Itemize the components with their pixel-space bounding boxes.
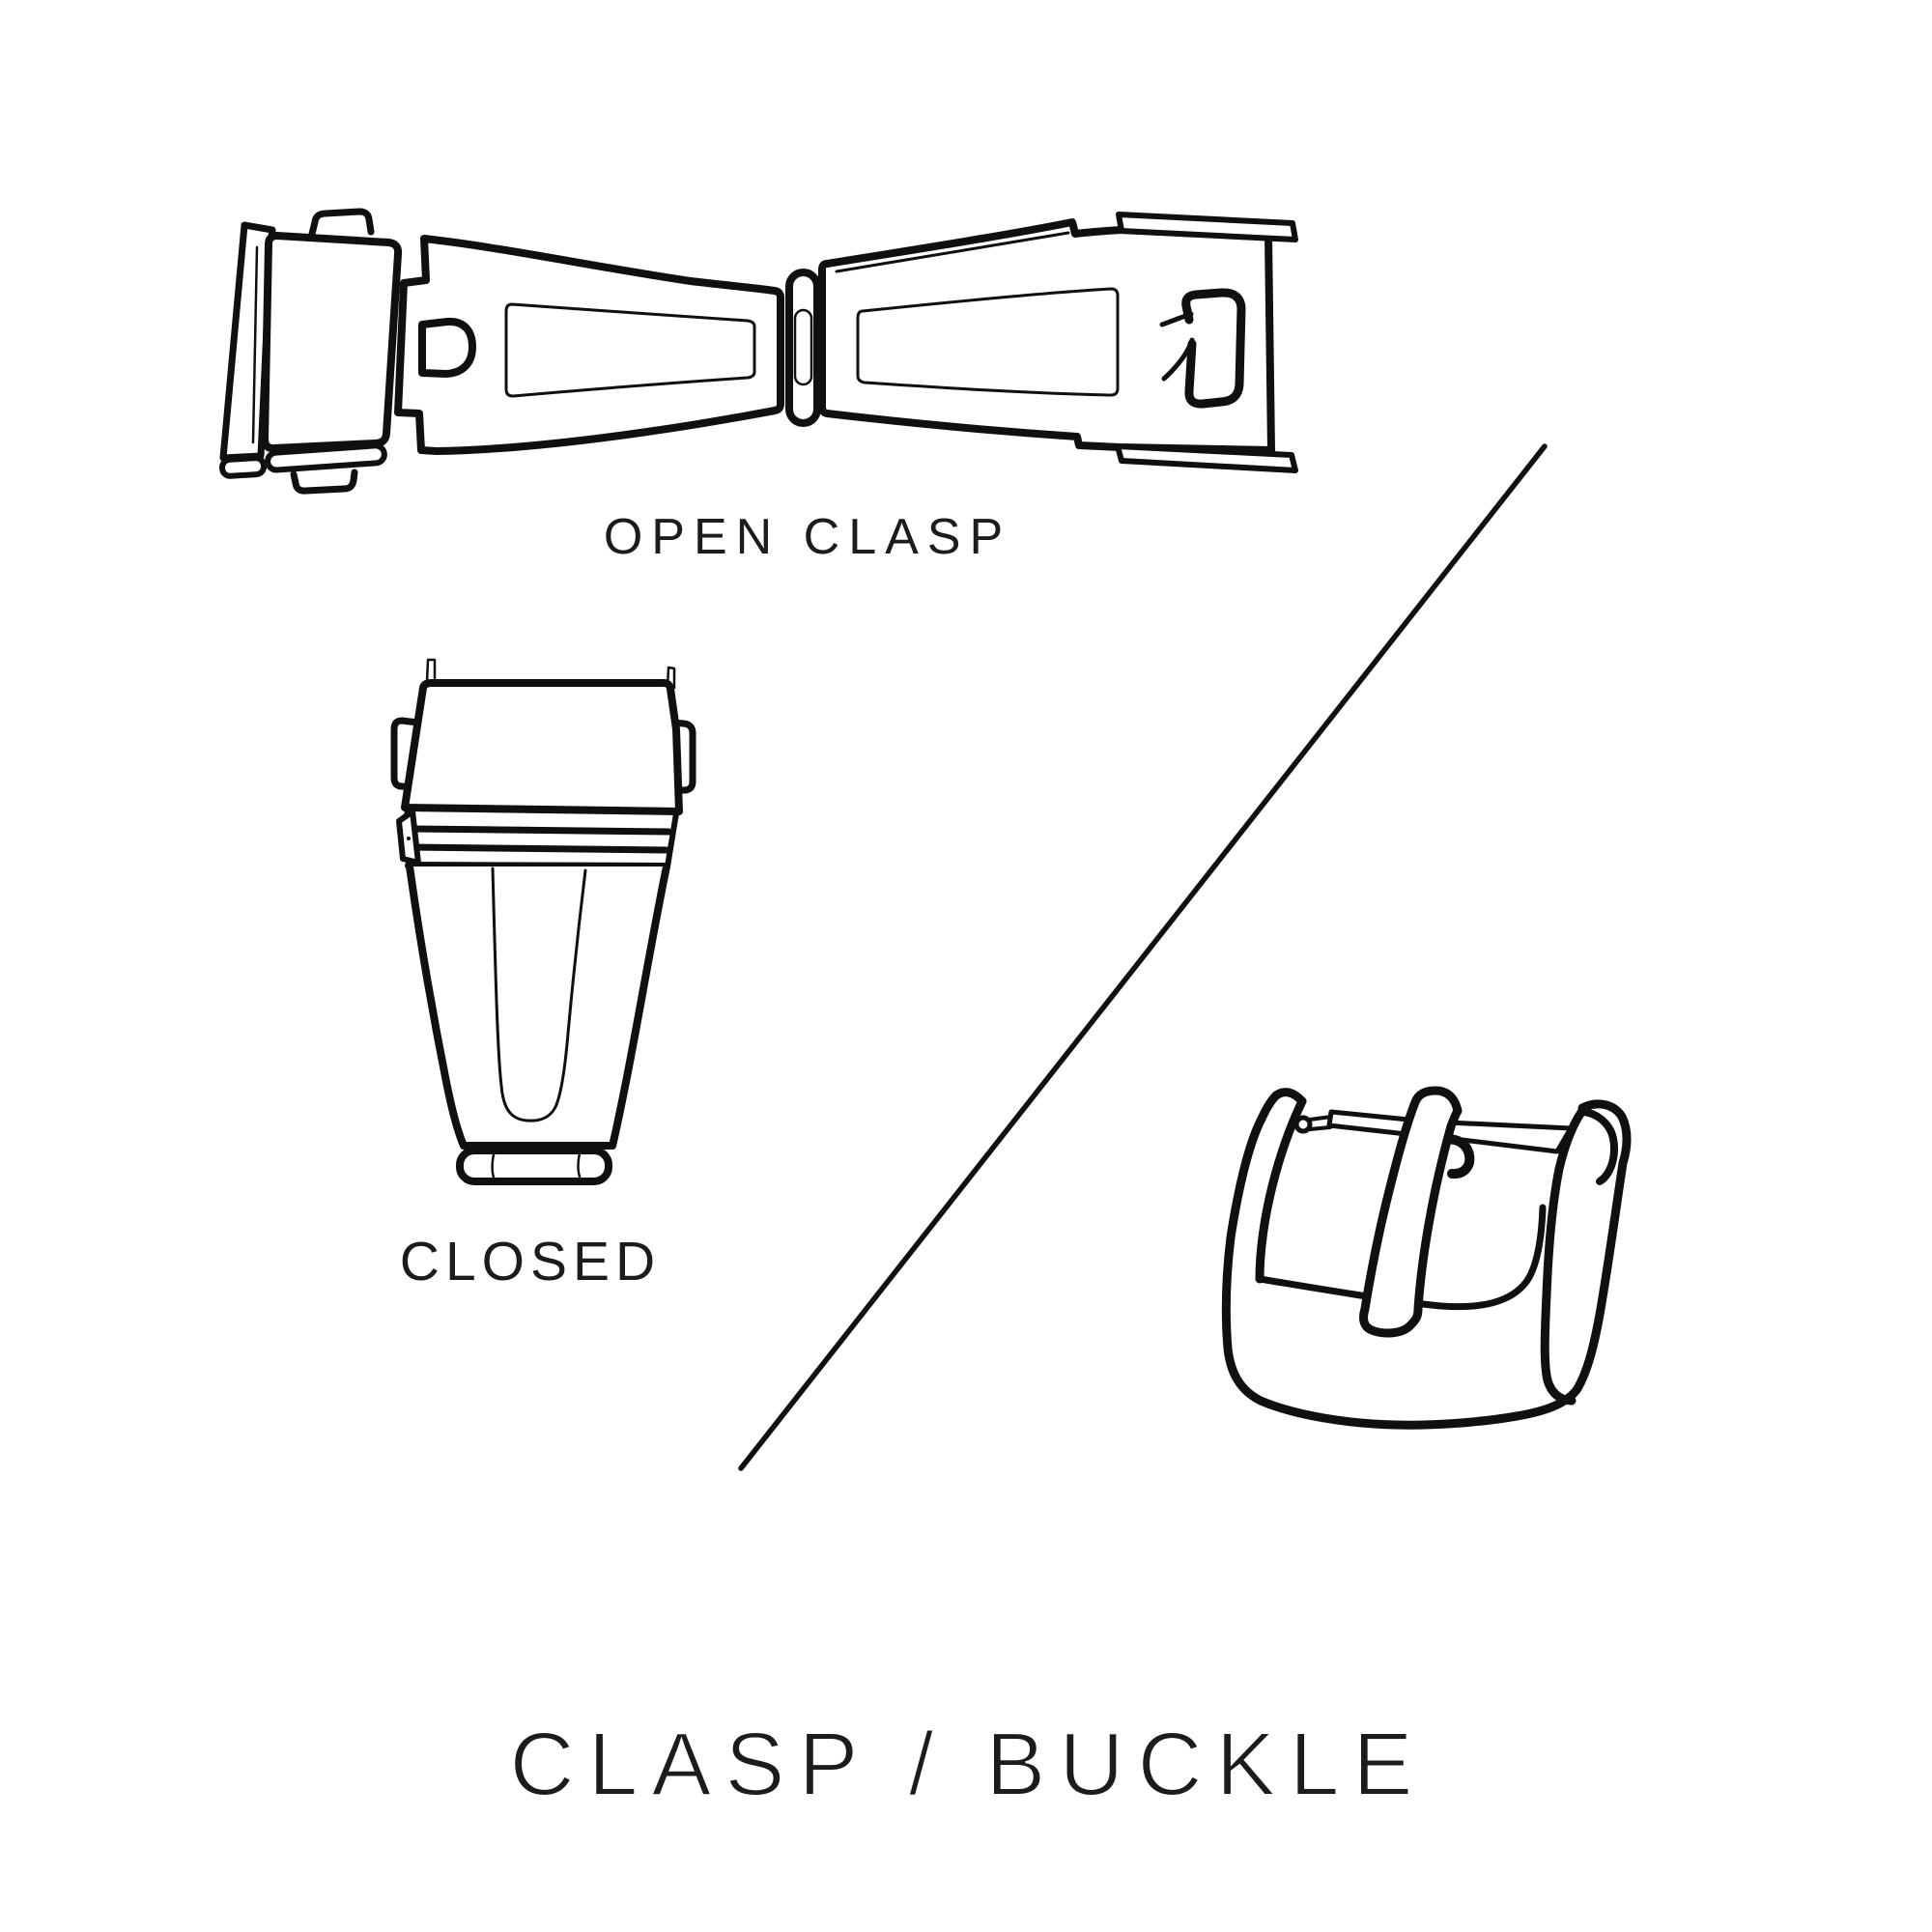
svg-text:CLASP / BUCKLE: CLASP / BUCKLE: [510, 1714, 1427, 1814]
svg-text:OPEN CLASP: OPEN CLASP: [604, 509, 1011, 565]
svg-text:CLOSED: CLOSED: [400, 1231, 661, 1293]
